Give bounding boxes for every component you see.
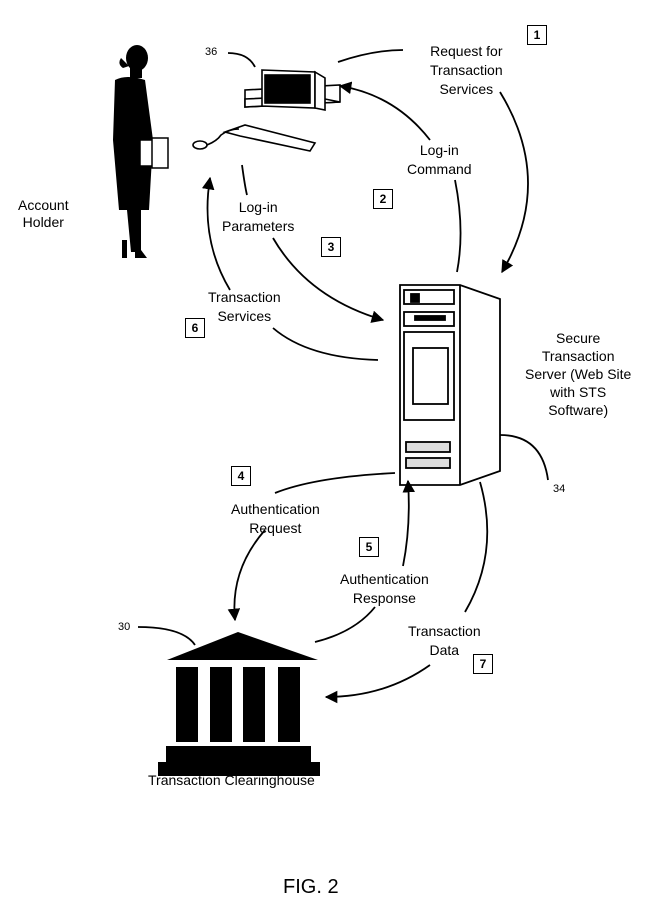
flow-3-lead bbox=[242, 165, 247, 195]
step-3-badge: 3 bbox=[321, 237, 341, 257]
flow-4-lead bbox=[275, 473, 395, 493]
flow-6-label-line: Services bbox=[208, 307, 281, 326]
server-icon bbox=[400, 285, 500, 485]
flow-6-label-line: Transaction bbox=[208, 288, 281, 307]
bank-icon bbox=[158, 632, 320, 776]
flow-5-label-line: Response bbox=[340, 589, 429, 608]
flow-2-label-line: Command bbox=[407, 160, 472, 179]
server-ref-number: 34 bbox=[553, 483, 565, 495]
flow-5-tail bbox=[315, 607, 375, 642]
step-4-badge: 4 bbox=[231, 466, 251, 486]
flow-7-label-line: Transaction bbox=[408, 622, 481, 641]
ref-36-leader bbox=[228, 53, 255, 67]
computer-icon bbox=[193, 70, 340, 151]
server-label: Secure Transaction Server (Web Site with… bbox=[525, 329, 631, 419]
flow-1-arrow bbox=[500, 92, 528, 272]
flow-1-label: Request for Transaction Services bbox=[430, 42, 503, 99]
flow-5-arrow bbox=[403, 481, 409, 566]
server-label-line: Transaction bbox=[525, 347, 631, 365]
flow-4-label-line: Request bbox=[231, 519, 320, 538]
account-holder-label-line2: Holder bbox=[18, 214, 69, 231]
flow-4-label-line: Authentication bbox=[231, 500, 320, 519]
figure-caption: FIG. 2 bbox=[283, 876, 339, 899]
flow-1-lead bbox=[338, 50, 403, 62]
flow-1-label-line: Request for bbox=[430, 42, 503, 61]
server-label-line: Software) bbox=[525, 401, 631, 419]
flow-3-label: Log-in Parameters bbox=[222, 198, 294, 236]
clearinghouse-label: Transaction Clearinghouse bbox=[148, 772, 315, 789]
flow-3-label-line: Log-in bbox=[222, 198, 294, 217]
account-holder-label: Account Holder bbox=[18, 197, 69, 231]
flow-2-label: Log-in Command bbox=[407, 141, 472, 179]
step-5-badge: 5 bbox=[359, 537, 379, 557]
flow-4-arrow bbox=[234, 530, 265, 620]
flow-2-tail bbox=[455, 180, 461, 272]
server-label-line: with STS bbox=[525, 383, 631, 401]
flow-5-label: Authentication Response bbox=[340, 570, 429, 608]
ref-30-leader bbox=[138, 627, 195, 645]
flow-1-label-line: Transaction bbox=[430, 61, 503, 80]
flow-7-lead bbox=[465, 482, 487, 612]
clearinghouse-ref-number: 30 bbox=[118, 621, 130, 633]
flow-7-label-line: Data bbox=[408, 641, 481, 660]
step-1-badge: 1 bbox=[527, 25, 547, 45]
document-icon bbox=[152, 138, 168, 168]
flow-3-label-line: Parameters bbox=[222, 217, 294, 236]
step-2-badge: 2 bbox=[373, 189, 393, 209]
flow-2-arrow bbox=[340, 86, 430, 140]
server-label-line: Secure bbox=[525, 329, 631, 347]
flow-6-label: Transaction Services bbox=[208, 288, 281, 326]
flow-7-label: Transaction Data bbox=[408, 622, 481, 660]
flow-2-label-line: Log-in bbox=[407, 141, 472, 160]
flow-7-arrow bbox=[326, 665, 430, 697]
account-holder-label-line1: Account bbox=[18, 197, 69, 214]
server-label-line: Server (Web Site bbox=[525, 365, 631, 383]
computer-ref-number: 36 bbox=[205, 46, 217, 58]
flow-5-label-line: Authentication bbox=[340, 570, 429, 589]
flow-6-tail bbox=[273, 328, 378, 360]
step-6-badge: 6 bbox=[185, 318, 205, 338]
flow-1-label-line: Services bbox=[430, 80, 503, 99]
ref-34-leader bbox=[500, 435, 548, 480]
flow-4-label: Authentication Request bbox=[231, 500, 320, 538]
